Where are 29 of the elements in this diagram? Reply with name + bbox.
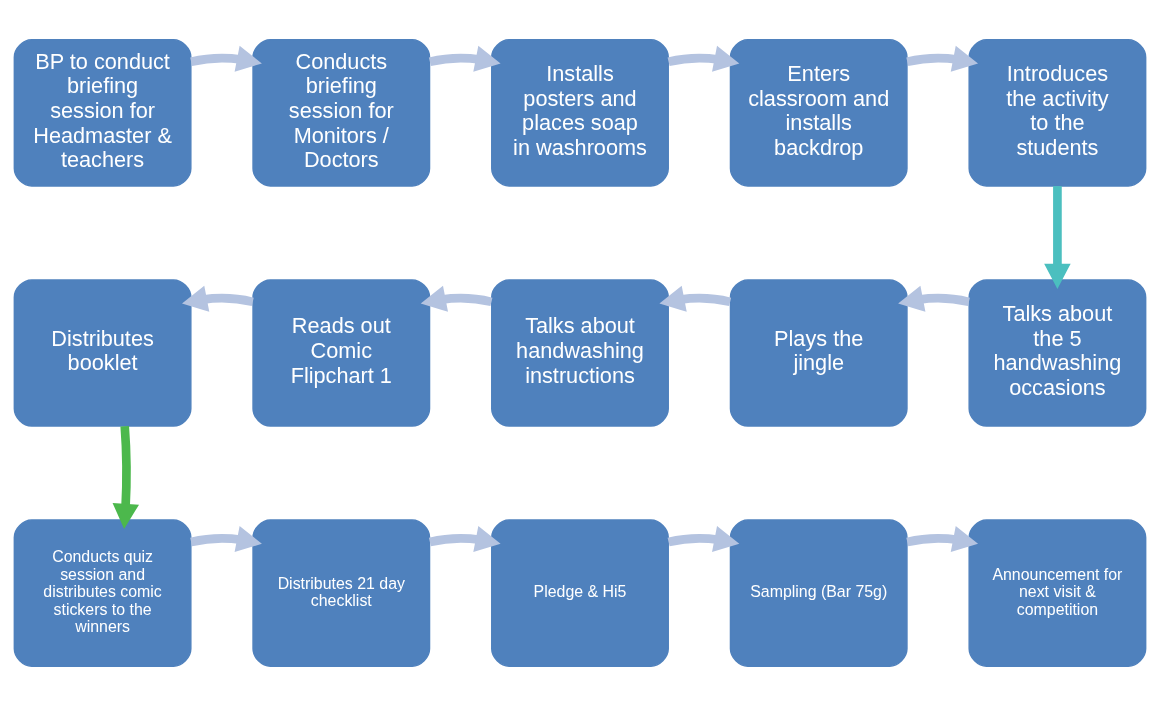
node-box: Plays the jingle xyxy=(729,279,908,427)
arrow xyxy=(190,45,262,72)
node-box: Conducts quiz session and distributes comic stickers to the winners xyxy=(13,519,192,667)
node-box: Talks about the 5 handwashing occasions xyxy=(968,279,1147,427)
arrow xyxy=(898,285,970,312)
node-box: Reads out Comic Flipchart 1 xyxy=(252,279,431,427)
arrow xyxy=(182,285,254,312)
node-box: Installs posters and places soap in washrooms xyxy=(491,39,669,187)
arrow xyxy=(906,45,979,72)
node-box: Conducts briefing session for Monitors / Doctors xyxy=(252,39,431,187)
arrow xyxy=(428,45,501,72)
node-box: Introduces the activity to the students xyxy=(968,39,1147,187)
node-box: Talks about handwashing instructions xyxy=(491,279,669,427)
arrow xyxy=(667,525,740,553)
arrow xyxy=(906,525,979,553)
arrow xyxy=(190,525,262,553)
arrow xyxy=(667,45,740,72)
node-box: Pledge & Hi5 xyxy=(491,519,669,667)
arrow xyxy=(659,285,732,312)
node-box: BP to conduct briefing session for Headmaster & teachers xyxy=(13,39,192,187)
node-box: Enters classroom and installs backdrop xyxy=(729,39,908,187)
arrow xyxy=(1044,186,1071,289)
arrow xyxy=(112,425,139,530)
node-box: Announcement for next visit & competition xyxy=(968,519,1147,667)
node-box: Distributes 21 day checklist xyxy=(252,519,431,667)
arrow xyxy=(420,285,493,312)
arrow xyxy=(428,525,501,553)
node-box: Distributes booklet xyxy=(13,279,192,427)
node-box: Sampling (Bar 75g) xyxy=(729,519,908,667)
